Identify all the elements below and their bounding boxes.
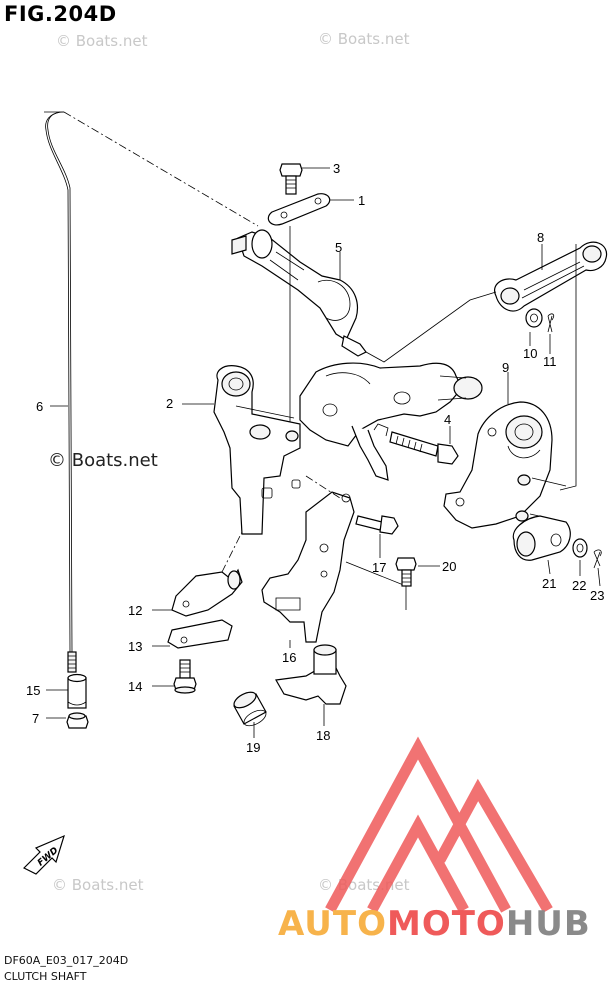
part-21-connector xyxy=(512,515,571,561)
callout-1: 1 xyxy=(358,193,365,208)
callout-19: 19 xyxy=(246,740,260,755)
watermark-bottom-left: © Boats.net xyxy=(52,876,144,894)
part-16-plate-bracket xyxy=(261,491,355,643)
part-14-bolt xyxy=(173,659,197,694)
brand-logo-icon xyxy=(325,736,553,913)
leader-bracket-to-12 xyxy=(221,531,243,573)
part-20-bolt xyxy=(395,557,417,587)
callout-18: 18 xyxy=(316,728,330,743)
brand-part-hub: HUB xyxy=(505,904,591,944)
brand-part-auto: AUTO xyxy=(278,904,387,944)
brand-part-moto: MOTO xyxy=(386,904,506,944)
callout-21: 21 xyxy=(542,576,556,591)
callout-13: 13 xyxy=(128,639,142,654)
callout-22: 22 xyxy=(572,578,586,593)
part-4-bolt xyxy=(389,431,459,465)
part-19-bushing xyxy=(233,691,267,727)
fwd-arrow-icon: FWD xyxy=(22,834,65,875)
part-17-bolt xyxy=(355,515,399,535)
part-clutch-casting xyxy=(299,362,483,481)
part-15-sleeve xyxy=(67,673,87,709)
part-12-lever-piece xyxy=(171,568,243,617)
callout-12: 12 xyxy=(128,603,142,618)
callout-4: 4 xyxy=(444,412,451,427)
callout-leaders xyxy=(46,167,601,738)
callout-14: 14 xyxy=(128,679,142,694)
callout-15: 15 xyxy=(26,683,40,698)
part-18-slider xyxy=(275,644,347,705)
part-10-washer xyxy=(525,308,543,328)
callout-3: 3 xyxy=(333,161,340,176)
part-2-bracket xyxy=(213,365,301,535)
callout-23: 23 xyxy=(590,588,604,603)
callout-2: 2 xyxy=(166,396,173,411)
callout-6: 6 xyxy=(36,399,43,414)
watermark-center-left: © Boats.net xyxy=(48,450,158,471)
part-6-clutch-rod xyxy=(44,111,77,673)
callout-5: 5 xyxy=(335,240,342,255)
callout-20: 20 xyxy=(442,559,456,574)
part-23-clip xyxy=(593,549,602,569)
callout-17: 17 xyxy=(372,560,386,575)
callout-7: 7 xyxy=(32,711,39,726)
leader-link-to-cam xyxy=(559,244,577,491)
part-8-link-arm xyxy=(494,241,608,312)
callout-8: 8 xyxy=(537,230,544,245)
callout-9: 9 xyxy=(502,360,509,375)
figure-name: CLUTCH SHAFT xyxy=(4,970,87,983)
leader-bracket-to-plate xyxy=(305,475,341,499)
part-22-washer xyxy=(572,538,588,558)
leader-rod-to-lever xyxy=(63,111,259,227)
figure-code: DF60A_E03_017_204D xyxy=(4,954,129,967)
part-13-shim-plate xyxy=(167,619,233,649)
part-7-nut xyxy=(66,712,89,729)
leader-lever-to-link xyxy=(365,291,497,363)
brand-wordmark: AUTOMOTOHUB xyxy=(278,904,591,944)
callout-10: 10 xyxy=(523,346,537,361)
watermark-top-right: © Boats.net xyxy=(318,30,410,48)
part-1-plate xyxy=(267,193,331,226)
part-3-bolt xyxy=(279,163,303,195)
part-11-clip xyxy=(547,313,555,333)
figure-title: FIG.204D xyxy=(4,2,117,26)
callout-11: 11 xyxy=(543,354,557,369)
part-5-shift-lever xyxy=(231,229,367,357)
part-9-cam-plate xyxy=(443,401,567,529)
callout-16: 16 xyxy=(282,650,296,665)
watermark-top-left: © Boats.net xyxy=(56,32,148,50)
